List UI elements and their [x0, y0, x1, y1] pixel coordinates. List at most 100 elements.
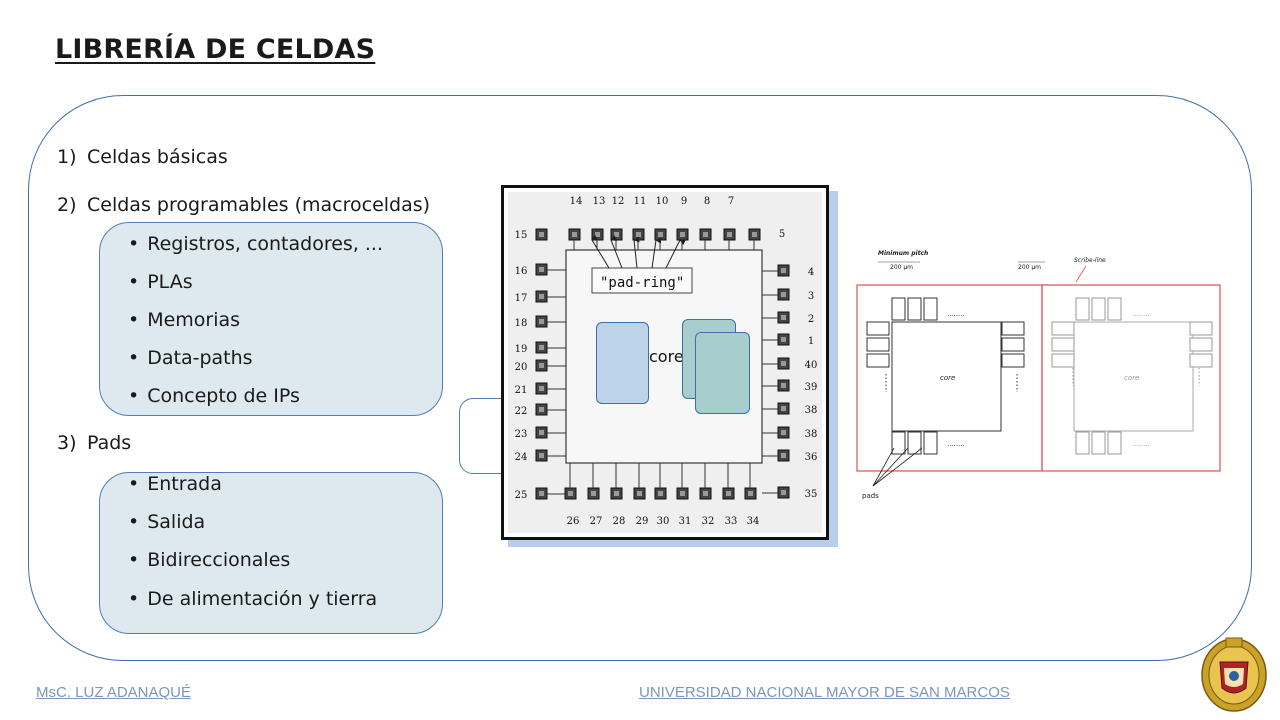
core-label: core — [649, 347, 684, 366]
pin-number: 40 — [805, 360, 818, 371]
pad-inner — [568, 491, 573, 496]
pad-cell — [891, 431, 906, 455]
pin-number: 10 — [656, 196, 669, 207]
pin-number: 38 — [805, 429, 818, 440]
pad-inner — [572, 232, 577, 237]
pad-cell — [1001, 337, 1025, 352]
pin-number: 39 — [805, 382, 818, 393]
list-item-3: 3)Pads — [57, 432, 131, 454]
pad-inner — [614, 232, 619, 237]
pointer-arrow — [665, 239, 687, 269]
pad-inner — [781, 453, 786, 458]
pointer-arrow — [610, 235, 623, 269]
pad-cell — [1051, 353, 1075, 368]
pad-cell — [1189, 337, 1213, 352]
pad-inner — [539, 386, 544, 391]
bullet-item: Data-paths — [128, 347, 252, 369]
ellipsis: ........ — [1132, 310, 1150, 318]
pin-number: 16 — [515, 266, 528, 277]
pad-inner — [539, 267, 544, 272]
pin-number: 32 — [702, 516, 715, 527]
list-item-text: Celdas programables (macroceldas) — [87, 194, 431, 216]
list-number: 3) — [57, 432, 77, 454]
pin-number: 25 — [515, 490, 528, 501]
pad-inner — [680, 232, 685, 237]
pad-inner — [680, 491, 685, 496]
pad-cell — [866, 353, 890, 368]
university-seal-logo — [1201, 637, 1267, 712]
pad-cell — [1189, 321, 1213, 336]
macroceldas-box: Registros, contadores, ... PLAs Memorias… — [99, 222, 443, 416]
pin-number: 2 — [808, 314, 814, 325]
pad-inner — [539, 232, 544, 237]
pad-cell — [1091, 431, 1106, 455]
pin-number: 9 — [681, 196, 687, 207]
pad-cell — [1107, 431, 1122, 455]
pad-inner — [781, 268, 786, 273]
pin-number: 24 — [515, 452, 528, 463]
pin-number: 15 — [515, 230, 528, 241]
pad-inner — [539, 363, 544, 368]
pad-cell — [1001, 353, 1025, 368]
ellipsis: ........ — [947, 440, 965, 448]
pin-number: 3 — [808, 291, 814, 302]
pad-inner — [591, 491, 596, 496]
pin-number: 8 — [704, 196, 710, 207]
pin-number: 5 — [779, 229, 785, 240]
pad-inner — [595, 232, 600, 237]
pad-inner — [539, 453, 544, 458]
pad-inner — [614, 491, 619, 496]
pitch-200-left: 200 μm — [890, 264, 913, 271]
bullet-item: Entrada — [128, 473, 222, 495]
list-item-text: Celdas básicas — [87, 146, 228, 168]
pad-inner — [539, 319, 544, 324]
pad-inner — [539, 294, 544, 299]
bullet-item: De alimentación y tierra — [128, 588, 377, 610]
pad-inner — [539, 491, 544, 496]
ellipsis: ........ — [1132, 440, 1150, 448]
pad-cell — [1001, 321, 1025, 336]
pin-number: 22 — [515, 406, 528, 417]
pad-inner — [539, 430, 544, 435]
pad-cell — [1051, 337, 1075, 352]
pad-inner — [637, 491, 642, 496]
pointer-arrow — [591, 234, 610, 269]
pad-inner — [703, 491, 708, 496]
pad-cell — [1091, 297, 1106, 321]
pad-cell — [907, 297, 922, 321]
die-right-outline — [1041, 284, 1221, 472]
footer-university-link[interactable]: UNIVERSIDAD NACIONAL MAYOR DE SAN MARCOS — [639, 684, 1010, 701]
core-box-left — [891, 321, 1002, 432]
pin-number: 38 — [805, 405, 818, 416]
slide-title: LIBRERÍA DE CELDAS — [55, 34, 376, 65]
pin-number: 17 — [515, 293, 528, 304]
pad-inner — [539, 345, 544, 350]
pointer-arrow — [633, 236, 640, 269]
list-number: 1) — [57, 146, 77, 168]
pad-cell — [923, 297, 938, 321]
content-frame — [28, 95, 1252, 661]
pin-number: 18 — [515, 318, 528, 329]
core-box-right — [1073, 321, 1194, 432]
macro-block-blue — [596, 322, 649, 404]
pin-number: 30 — [657, 516, 670, 527]
pad-inner — [781, 383, 786, 388]
pad-cell — [866, 337, 890, 352]
pad-inner — [727, 232, 732, 237]
pad-inner — [781, 361, 786, 366]
ellipsis: ........ — [947, 310, 965, 318]
pad-inner — [781, 315, 786, 320]
footer-author-link[interactable]: MsC. LUZ ADANAQUÉ — [36, 684, 192, 701]
core-label-right: core — [1124, 374, 1139, 382]
pad-inner — [781, 490, 786, 495]
pin-number: 36 — [805, 452, 818, 463]
pitch-200-right: 200 μm — [1018, 264, 1041, 271]
pin-number: 23 — [515, 429, 528, 440]
pin-number: 4 — [808, 267, 814, 278]
list-number: 2) — [57, 194, 77, 216]
pin-number: 26 — [567, 516, 580, 527]
pointer-arrow — [651, 237, 662, 269]
pin-number: 11 — [634, 196, 647, 207]
list-item-1: 1) Celdas básicas — [57, 146, 228, 168]
